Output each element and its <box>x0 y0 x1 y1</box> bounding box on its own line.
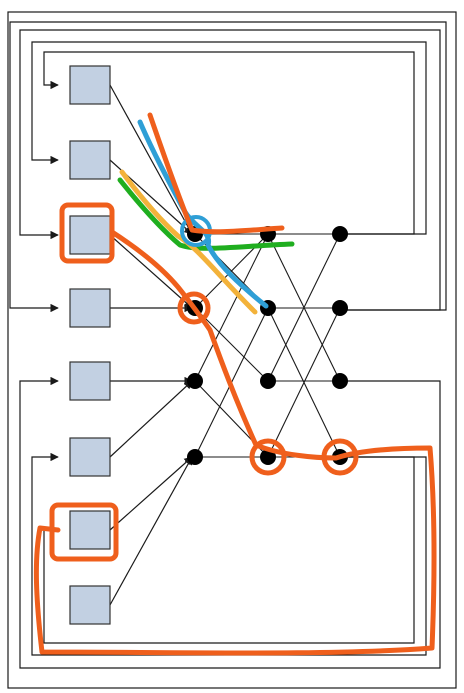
processor-box <box>69 140 111 180</box>
annotation-stroke-blue <box>137 119 269 309</box>
annotation-stroke-yellow <box>119 169 258 315</box>
switch-node <box>332 373 348 389</box>
annotation-stroke-orange-diag <box>147 112 285 235</box>
annotation-strokes <box>33 112 437 656</box>
switch-node <box>187 373 203 389</box>
processor-box <box>69 510 111 550</box>
annotation-circle-orange <box>321 438 359 476</box>
processor-box <box>69 585 111 625</box>
switch-node <box>332 300 348 316</box>
processor-output-wires <box>109 84 193 606</box>
annotation-circle-orange <box>177 291 211 325</box>
processor-box <box>69 65 111 105</box>
processor-box <box>69 288 111 328</box>
processor-box <box>69 215 111 255</box>
processors <box>69 65 111 625</box>
annotation-circle-orange <box>249 438 287 476</box>
processor-box <box>69 437 111 477</box>
outer-frame <box>7 11 457 689</box>
switch-node <box>332 226 348 242</box>
switch-node <box>260 373 276 389</box>
switch-nodes <box>187 226 348 465</box>
annotation-box-orange <box>49 502 119 562</box>
switch-node <box>187 449 203 465</box>
annotation-stroke-green <box>117 177 295 251</box>
processor-box <box>69 361 111 401</box>
feedback-loops-top <box>9 21 447 313</box>
switch-node <box>260 449 276 465</box>
